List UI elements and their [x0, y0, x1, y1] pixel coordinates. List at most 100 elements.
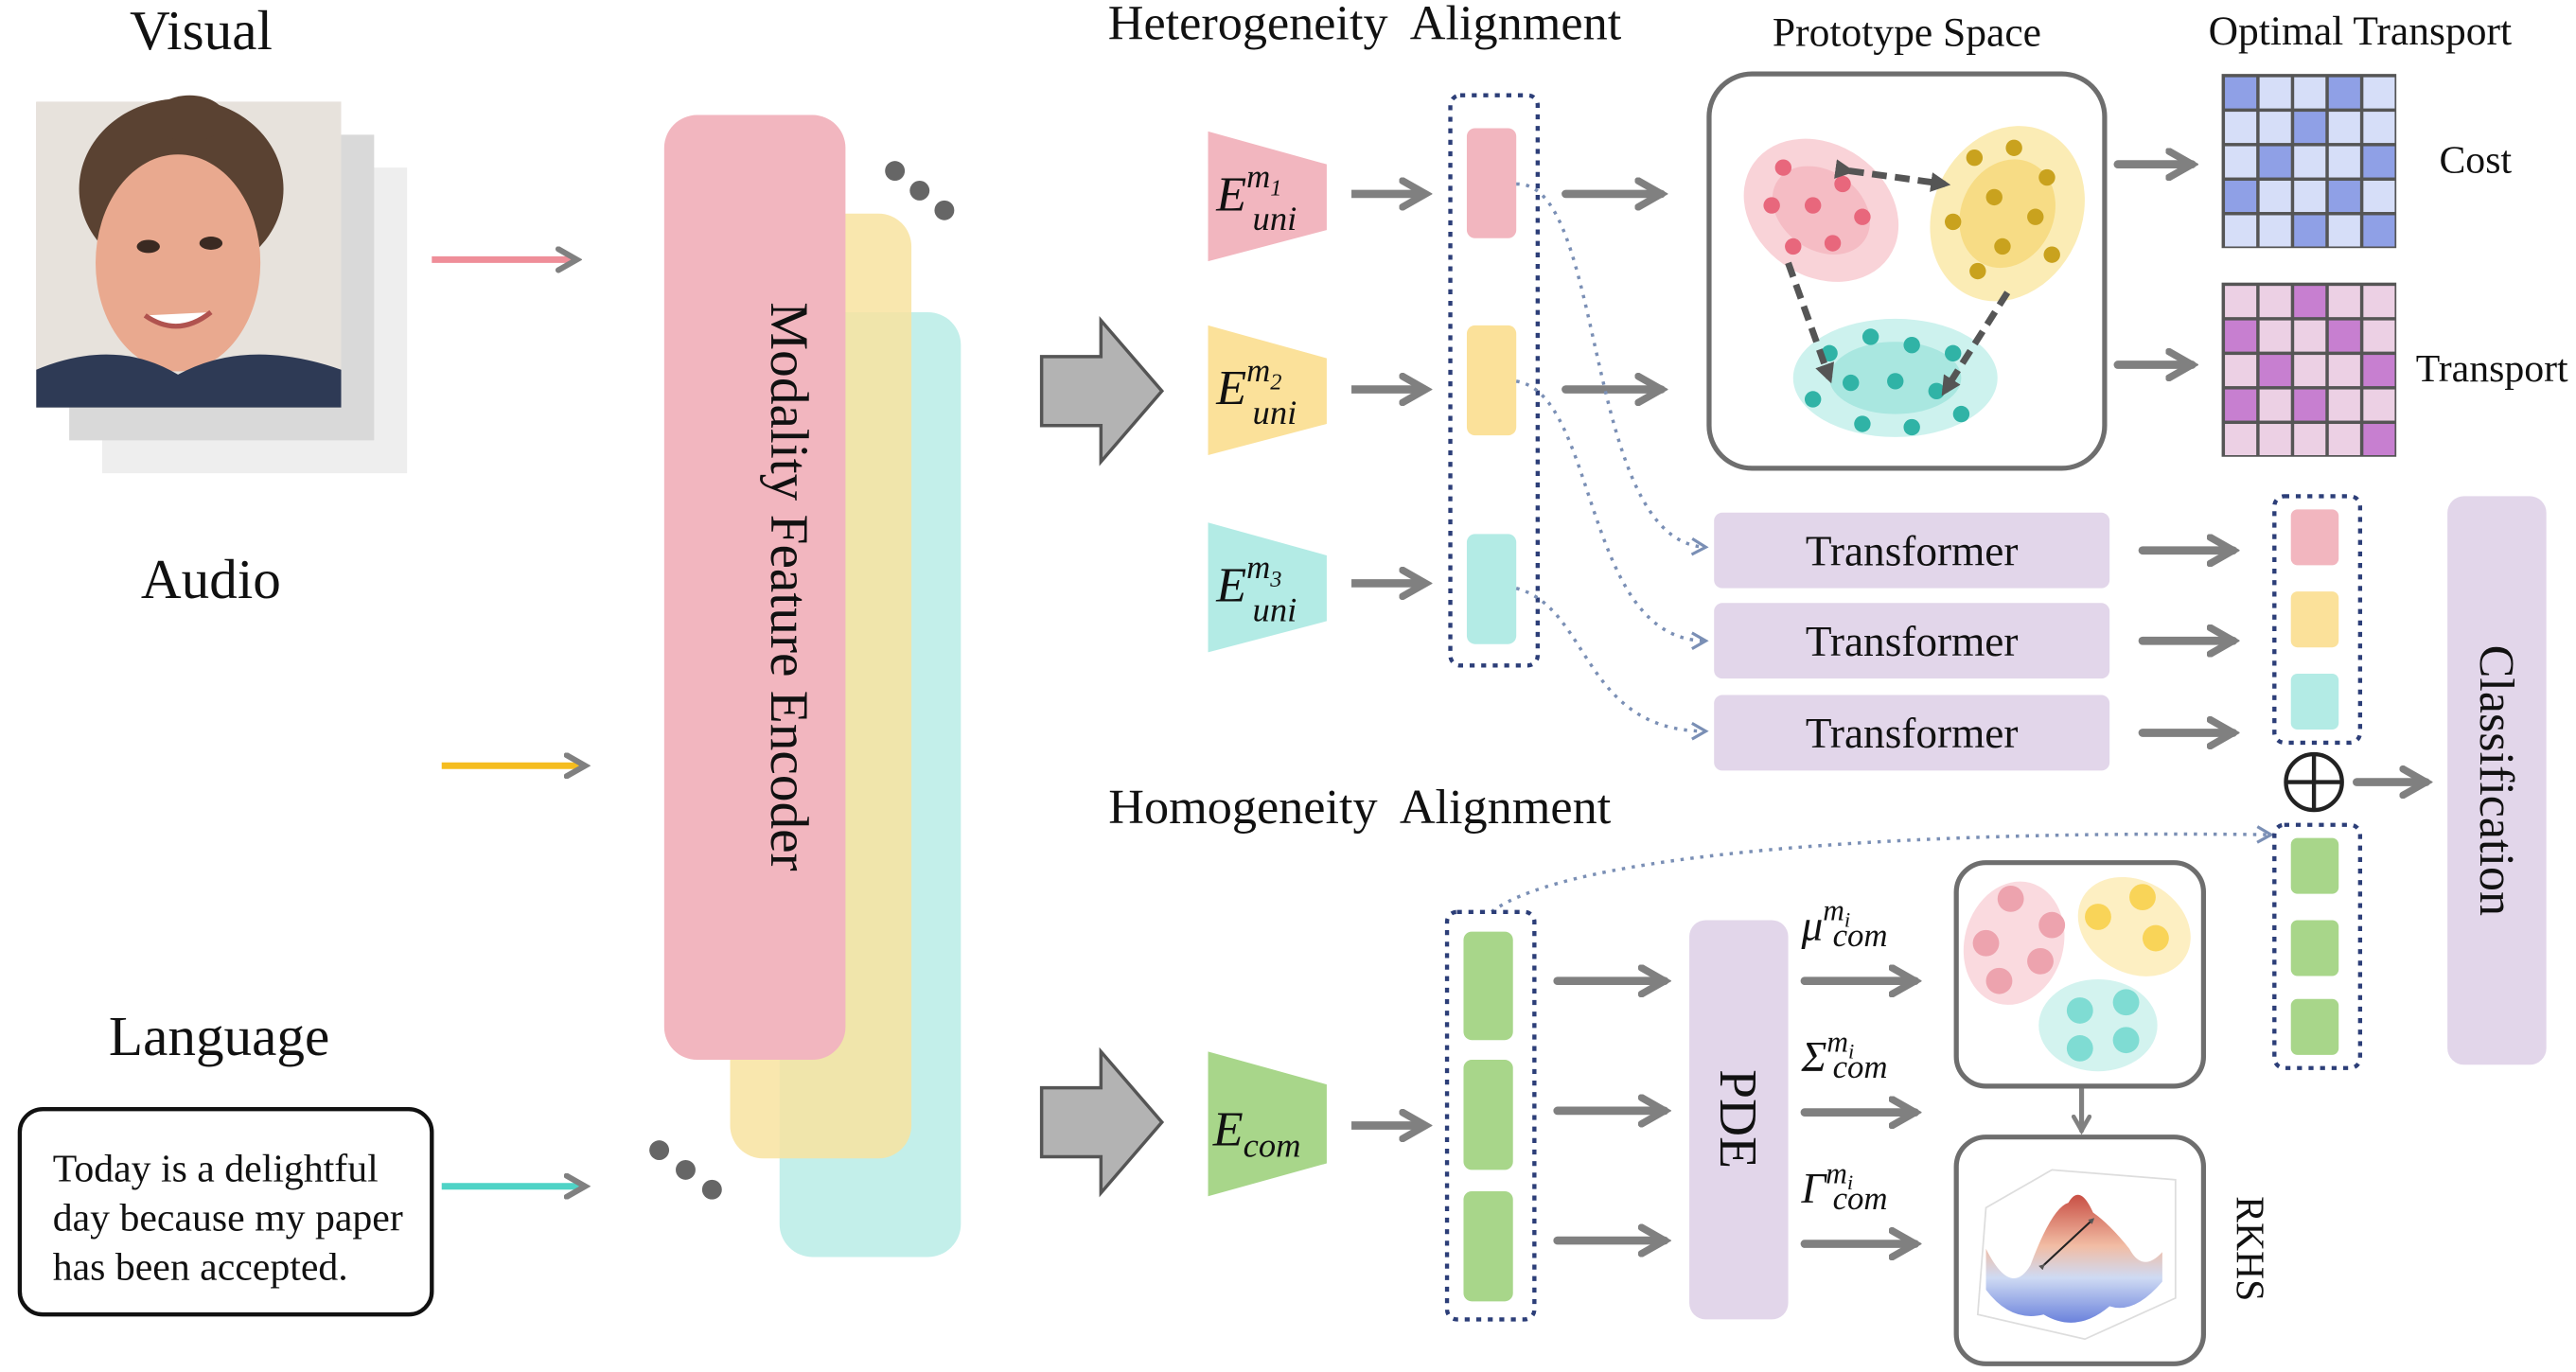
rkhs-surface-plot: [1976, 1169, 2177, 1341]
het-out-yellow: [2290, 591, 2339, 648]
matrix-cell: [2328, 320, 2360, 352]
matrix-cell: [2294, 355, 2326, 387]
unimodal-encoder-1: [1208, 131, 1327, 262]
hom-out-3: [2290, 998, 2339, 1055]
matrix-cell: [2259, 215, 2291, 247]
matrix-cell: [2328, 389, 2360, 421]
matrix-cell: [2328, 77, 2360, 109]
matrix-cell: [2225, 215, 2257, 247]
heterogeneity-title: Heterogeneity Alignment: [1108, 0, 1622, 51]
pde-label: PDE: [1708, 1069, 1767, 1169]
matrix-cell: [2259, 146, 2291, 178]
matrix-cell: [2294, 320, 2326, 352]
matrix-cell: [2363, 77, 2395, 109]
matrix-cell: [2328, 112, 2360, 144]
matrix-cell: [2363, 389, 2395, 421]
distribution-param-2: Σmicom: [1800, 1025, 1887, 1085]
matrix-cell: [2259, 355, 2291, 387]
matrix-cell: [2328, 215, 2360, 247]
prototype-link-pink-yellow: [1834, 159, 1951, 192]
common-encoder-trapezoid: [1208, 1051, 1327, 1197]
matrix-cell: [2363, 146, 2395, 178]
matrix-cell: [2363, 320, 2395, 352]
gaussian-cluster-yellow: [2077, 876, 2191, 976]
matrix-cell: [2363, 181, 2395, 213]
classification-label: Classification: [2469, 645, 2523, 916]
matrix-cell: [2259, 181, 2291, 213]
dotted-link-3: [1515, 586, 1709, 741]
language-line-3: has been accepted.: [53, 1246, 348, 1290]
big-arrow-heterogeneity: [1039, 315, 1165, 466]
matrix-cell: [2225, 181, 2257, 213]
matrix-cell: [2294, 286, 2326, 318]
matrix-cell: [2363, 355, 2395, 387]
hom-out-1: [2290, 837, 2339, 894]
heterogeneous-output-box: [2272, 494, 2363, 746]
common-feature-1: [1463, 931, 1513, 1041]
matrix-cell: [2294, 215, 2326, 247]
matrix-cell: [2363, 286, 2395, 318]
prototype-link-yellow-teal: [1941, 290, 2011, 396]
matrix-cell: [2294, 112, 2326, 144]
pde-block: [1689, 920, 1789, 1320]
fusion-plus-cross: [2285, 754, 2342, 811]
transformer-block-3: [1714, 695, 2110, 771]
visual-label: Visual: [130, 0, 273, 62]
gaussian-cluster-pink: [1963, 881, 2066, 1005]
matrix-cell: [2259, 77, 2291, 109]
feature-teal: [1466, 534, 1517, 644]
classification-block: [2447, 496, 2547, 1065]
matrix-cell: [2225, 320, 2257, 352]
unimodal-features-box: [1448, 93, 1541, 668]
common-features-box: [1444, 909, 1537, 1322]
prototype-space-label: Prototype Space: [1773, 10, 2041, 56]
audio-label: Audio: [141, 548, 281, 610]
face-image: [36, 95, 408, 474]
language-label: Language: [109, 1005, 329, 1067]
language-line-1: Today is a delightful: [53, 1148, 379, 1191]
cost-matrix: [2221, 74, 2397, 249]
transport-label: Transport: [2416, 347, 2568, 391]
matrix-cell: [2225, 146, 2257, 178]
ellipsis-bottom-icon: [649, 1140, 722, 1200]
homogeneity-title: Homogeneity Alignment: [1108, 781, 1611, 835]
distribution-param-1: μmicom: [1800, 893, 1887, 954]
encoder-label: Modality Feature Encoder: [759, 302, 819, 871]
matrix-cell: [2294, 389, 2326, 421]
encoder-layer-pink: [663, 114, 846, 1061]
matrix-cell: [2225, 77, 2257, 109]
transformer-block-1: [1714, 512, 2110, 589]
het-out-teal: [2290, 673, 2339, 730]
transformer-label-3: Transformer: [1806, 710, 2019, 757]
matrix-cell: [2294, 146, 2326, 178]
prototype-cluster-teal: [1792, 318, 1998, 437]
matrix-cell: [2363, 424, 2395, 456]
feature-pink: [1466, 128, 1517, 238]
prototype-cluster-yellow: [1930, 126, 2085, 302]
language-text-box: [17, 1106, 434, 1317]
hom-out-2: [2290, 920, 2339, 976]
matrix-cell: [2328, 424, 2360, 456]
matrix-cell: [2225, 389, 2257, 421]
matrix-cell: [2294, 424, 2326, 456]
cost-label: Cost: [2439, 138, 2512, 182]
feature-yellow: [1466, 325, 1517, 436]
big-arrow-homogeneity: [1039, 1047, 1165, 1198]
gaussian-cluster-teal: [2038, 978, 2158, 1072]
dotted-link-1: [1516, 182, 1709, 556]
transformer-block-2: [1714, 603, 2110, 679]
matrix-cell: [2259, 320, 2291, 352]
common-feature-3: [1463, 1190, 1513, 1302]
transformer-label-1: Transformer: [1806, 527, 2019, 574]
matrix-cell: [2328, 181, 2360, 213]
matrix-cell: [2363, 215, 2395, 247]
matrix-cell: [2328, 355, 2360, 387]
matrix-cell: [2328, 146, 2360, 178]
matrix-cell: [2259, 424, 2291, 456]
optimal-transport-label: Optimal Transport: [2209, 9, 2512, 54]
distribution-param-3: Γmicom: [1800, 1156, 1887, 1217]
rkhs-label: RKHS: [2227, 1196, 2270, 1301]
unimodal-encoder-3: [1208, 522, 1327, 653]
het-out-pink: [2290, 509, 2339, 566]
